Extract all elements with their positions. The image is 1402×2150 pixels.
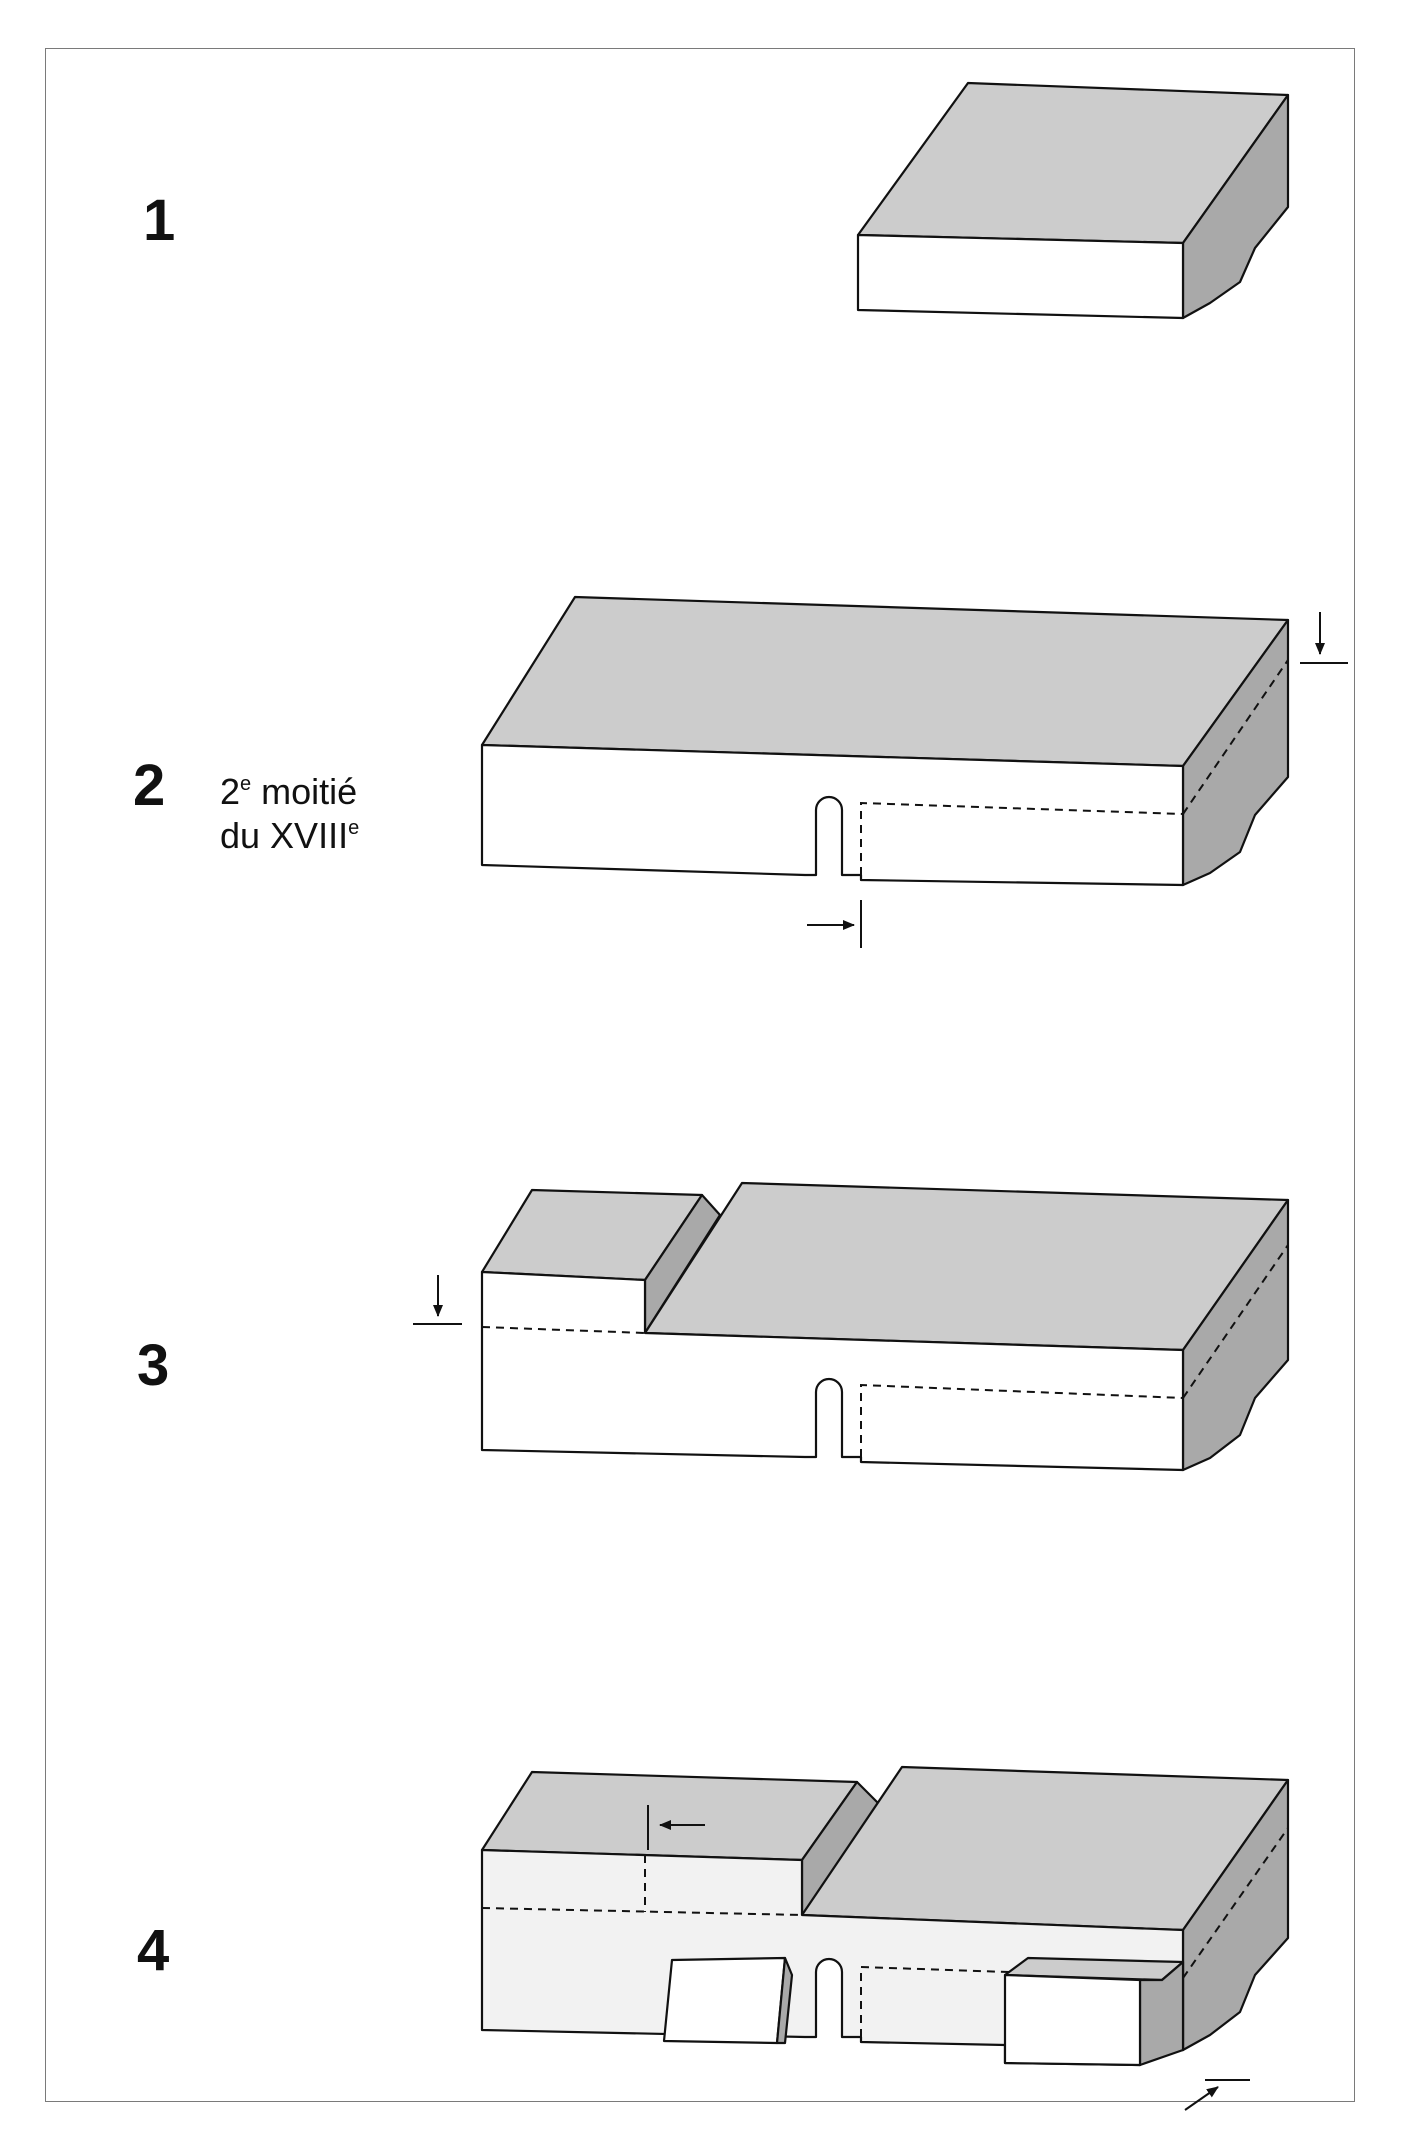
step-4-arrow-diagonal (1184, 2079, 1250, 2111)
step-3-main-roof (643, 1181, 1290, 1352)
step-2-building (480, 595, 1290, 887)
step-4-door-edge (775, 1956, 794, 2045)
step-1-front-wall (856, 233, 1185, 320)
step-4-door-panel (662, 1956, 787, 2045)
step-1-side-wall (1181, 93, 1290, 320)
step-3-arrow-down (413, 1275, 462, 1325)
step-2-side-wall (1181, 618, 1290, 887)
step-2-number: 2 (133, 753, 165, 818)
step-4-number: 4 (137, 1918, 169, 1983)
step-2-arrow-right (807, 900, 862, 948)
step-2-roof (480, 595, 1290, 768)
step-1-number: 1 (143, 188, 175, 253)
step-3-number: 3 (137, 1333, 169, 1398)
step-4-side-wall (1181, 1778, 1290, 2052)
step-3-front-wall (480, 1270, 1185, 1472)
step-2-arrow-down (1300, 612, 1348, 664)
step-1-building (856, 81, 1290, 320)
step-4-arrow-left (647, 1805, 705, 1850)
step-3-building (480, 1181, 1290, 1472)
step-3-side-wall (1181, 1198, 1290, 1472)
step-4-building (480, 1765, 1290, 2067)
diagram-frame (45, 48, 1355, 2102)
step-2-front-wall (480, 743, 1185, 887)
step-3-extension-line (860, 1244, 1289, 1457)
step-4-annex-front (1003, 1973, 1142, 2067)
step-2-extension-line (860, 659, 1289, 875)
step-2-caption: 2e moitié du XVIIIe (220, 771, 367, 856)
step-4-upper-floor-line (481, 1907, 803, 1916)
step-4-left-roof (480, 1770, 859, 1862)
